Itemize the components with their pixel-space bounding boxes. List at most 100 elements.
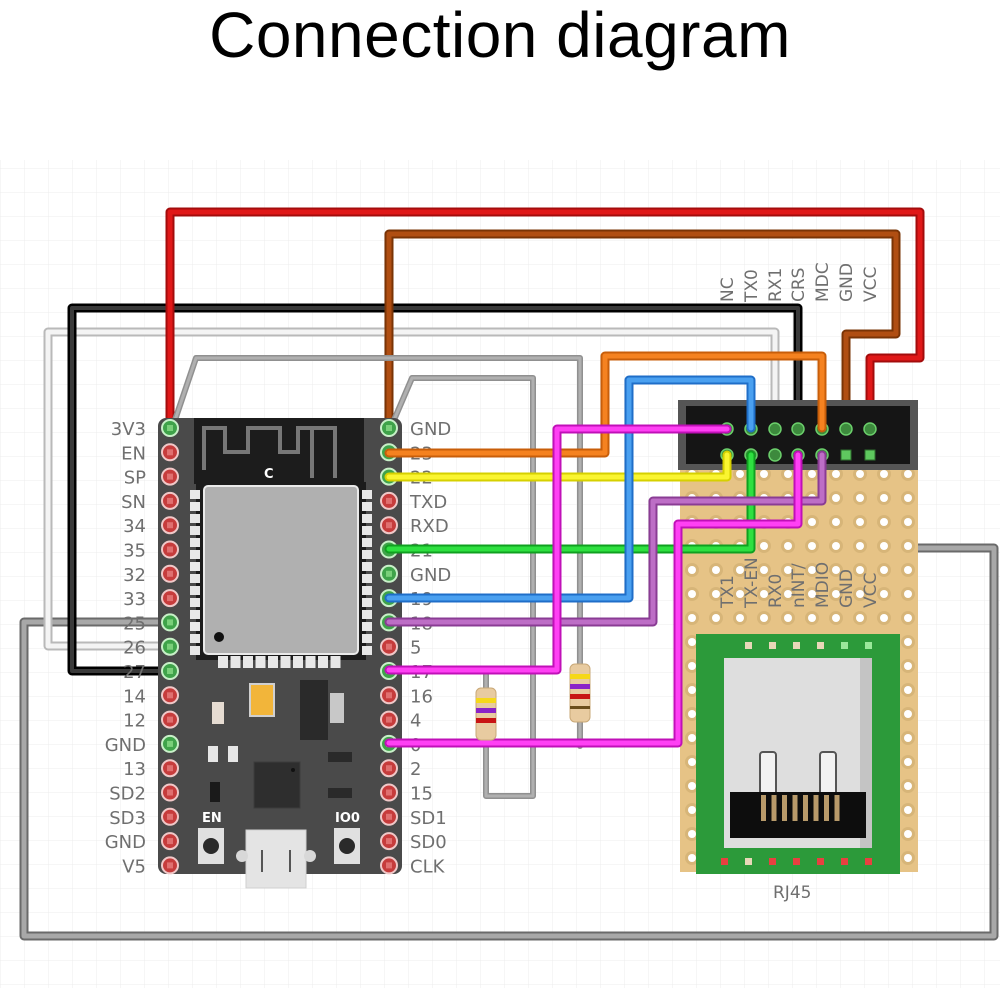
io0-button[interactable] [334,828,360,864]
module-pad [362,574,372,583]
lan-header-label: RX1 [766,268,786,302]
wire-23-mdc[interactable] [384,351,827,458]
esp32-pin-right-2[interactable] [380,759,398,778]
esp32-pin-right-4[interactable] [380,710,398,729]
esp32-pin-left-sn[interactable] [161,491,179,510]
esp32-pin-right-gnd[interactable] [380,419,398,437]
esp32-pin-label: SD3 [109,808,146,829]
esp32-pin-right-rxd[interactable] [380,516,398,535]
module-pad [230,656,241,668]
esp32-pin-left-3v3[interactable] [161,419,179,437]
module-marking: C [264,467,274,482]
esp32-pin-left-26[interactable] [161,637,179,656]
esp32-pin-label: 26 [123,638,146,659]
wire-27-crs[interactable] [67,303,803,676]
esp32-pin-right-sd1[interactable] [380,807,398,826]
lan-header-pin-bottom-rx0[interactable] [768,448,782,462]
esp32-pin-right-15[interactable] [380,783,398,802]
module-pad [190,610,200,619]
lan-header-label: VCC [861,267,881,302]
lan-header-pin-top-crs[interactable] [791,422,805,436]
esp32-pin-left-27[interactable] [161,662,179,680]
esp32-pin-left-v5[interactable] [161,856,179,875]
esp32-pin-left-35[interactable] [161,540,179,559]
lan-header-pin-bottom-vcc[interactable] [864,449,876,461]
voltage-regulator [300,680,328,740]
lan-header-pin-top-vcc[interactable] [863,422,877,436]
micro-usb-port[interactable] [236,829,316,889]
wire-19-tx0[interactable] [384,375,756,603]
esp32-pin-right-sd0[interactable] [380,832,398,851]
rj45-pad [745,642,752,649]
esp32-pin-label: 5 [410,638,421,659]
module-pad [190,526,200,535]
rj45-contact [803,795,808,821]
esp32-pin-left-32[interactable] [161,564,179,583]
module-pad [190,574,200,583]
en-button-label: EN [202,811,222,826]
esp32-pin-right-clk[interactable] [380,856,398,875]
wire-22-tx1[interactable] [384,450,732,482]
esp32-pin-left-sp[interactable] [161,467,179,486]
lan-header-pin-bottom-gnd[interactable] [840,449,852,461]
rj45-socket[interactable] [730,792,866,838]
lan-header-pin-top-gnd[interactable] [839,422,853,436]
module-pad [293,656,303,668]
esp32-pin-label: EN [121,443,146,464]
esp32-pin-left-sd2[interactable] [161,783,179,802]
wire-17-nc[interactable] [384,424,732,675]
module-pad [362,550,372,559]
tantalum-capacitor [249,683,275,717]
module-pad [268,656,278,668]
lan-header-pin-top-rx1[interactable] [768,422,782,436]
wire-21-txen[interactable] [384,450,756,554]
esp32-pin-left-25[interactable] [161,613,179,632]
lan-board-label: TX1 [718,575,738,609]
esp32-pin-left-13[interactable] [161,759,179,778]
esp32-pin-left-34[interactable] [161,516,179,535]
wire-0-nint[interactable] [384,450,803,748]
lan-board-label: GND [837,569,857,608]
esp32-pin-right-5[interactable] [380,637,398,656]
esp32-pin-label: GND [105,832,146,853]
wire-3v3-vcc[interactable] [165,207,925,433]
module-pad [362,598,372,607]
esp32-pin-left-sd3[interactable] [161,807,179,826]
rj45-pad [793,642,800,649]
rj45-pad [817,858,824,865]
module-pad [362,586,372,595]
module-pad [190,538,200,547]
pull-up-resistor-1[interactable] [475,687,497,741]
module-pad [280,656,291,668]
esp32-pin-right-txd[interactable] [380,491,398,510]
esp32-pin-label: 34 [123,516,146,537]
module-pad [305,656,316,668]
wire-18-mdio[interactable] [384,450,827,627]
esp32-pin-right-16[interactable] [380,686,398,705]
esp32-pin-left-33[interactable] [161,589,179,608]
esp32-pin-left-en[interactable] [161,443,179,462]
rj45-contact [771,795,777,821]
esp32-pin-label: 33 [123,589,146,610]
esp32-pin-left-14[interactable] [161,686,179,705]
esp32-pin-label: CLK [410,856,446,877]
rj45-contact [824,795,829,821]
esp32-pin-right-gnd[interactable] [380,564,398,583]
wire-26-rx1[interactable] [43,327,780,651]
esp32-pin-label: 32 [123,565,146,586]
esp32-module-shield [203,485,359,655]
esp32-pin-label: RXD [410,516,449,537]
pull-up-resistor-2[interactable] [569,663,591,723]
wire-gnd-gnd[interactable] [384,229,901,433]
module-pad [190,622,200,631]
esp32-pin-left-gnd[interactable] [161,734,179,753]
rj45-pad [841,858,848,865]
esp32-pin-left-gnd[interactable] [161,832,179,851]
lan-header-label: NC [718,277,738,302]
module-pad [190,586,200,595]
module-pad [362,538,372,547]
esp32-pin-left-12[interactable] [161,710,179,729]
wire-resistor-return-2[interactable] [391,375,536,799]
en-button[interactable] [198,828,224,864]
lan-header-label: MDC [813,262,833,302]
